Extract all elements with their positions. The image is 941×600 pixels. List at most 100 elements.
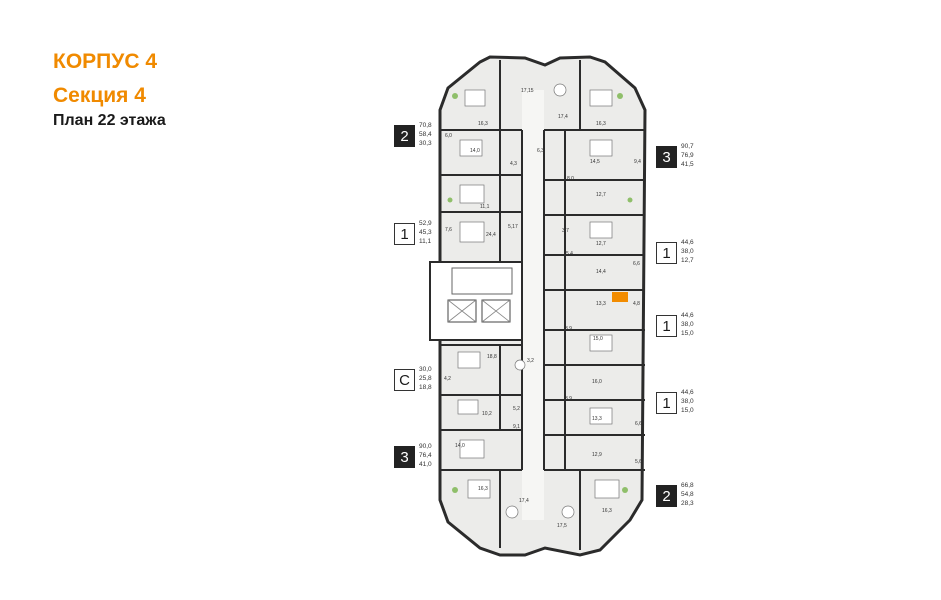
right-wing-walls — [544, 60, 645, 471]
unit-areas: 30,0 25,8 18,8 — [419, 365, 432, 392]
unit-label-left-3[interactable]: С 30,0 25,8 18,8 — [394, 364, 464, 398]
unit-areas: 44,6 38,0 15,0 — [681, 311, 694, 338]
room-label: 10,2 — [482, 411, 492, 417]
living-area: 25,8 — [419, 375, 432, 382]
rooms-badge: С — [394, 369, 415, 391]
unit-areas: 70,8 58,4 30,3 — [419, 121, 432, 148]
furniture — [457, 83, 620, 519]
unit-areas: 90,7 76,9 41,5 — [681, 142, 694, 169]
room-label: 4,8 — [633, 301, 640, 307]
room-label: 16,3 — [478, 486, 488, 492]
room-label: 17,5 — [557, 523, 567, 529]
room-label: 5,2 — [513, 406, 520, 412]
room-label: 13,3 — [596, 301, 606, 307]
rooms-area: 12,7 — [681, 257, 694, 264]
room-label: 14,4 — [596, 269, 606, 275]
stair — [451, 267, 513, 295]
building-title: КОРПУС 4 — [53, 50, 157, 73]
highlight-kitchen — [612, 292, 628, 302]
total-area: 30,0 — [419, 366, 432, 373]
rooms-area: 18,8 — [419, 384, 432, 391]
living-area: 38,0 — [681, 321, 694, 328]
room-label: 6,0 — [445, 133, 452, 139]
living-area: 38,0 — [681, 248, 694, 255]
living-area: 45,3 — [419, 229, 432, 236]
rooms-badge: 2 — [656, 485, 677, 507]
rooms-badge: 1 — [656, 392, 677, 414]
unit-label-right-1[interactable]: 3 90,7 76,9 41,5 — [656, 141, 726, 175]
total-area: 52,9 — [419, 220, 432, 227]
rooms-area: 15,0 — [681, 407, 694, 414]
room-label: 12,7 — [596, 241, 606, 247]
rooms-badge: 3 — [656, 146, 677, 168]
room-label: 7,6 — [445, 227, 452, 233]
room-label: 11,1 — [480, 204, 490, 210]
room-label: 6,3 — [537, 148, 544, 154]
room-label: 3,9 — [565, 396, 572, 402]
rooms-area: 28,3 — [681, 500, 694, 507]
room-label: 5,17 — [508, 224, 518, 230]
room-label: 6,6 — [635, 421, 642, 427]
room-label: 14,0 — [470, 148, 480, 154]
total-area: 70,8 — [419, 122, 432, 129]
room-label: 13,3 — [592, 416, 602, 422]
room-label: 5,4 — [566, 251, 573, 257]
left-wing-walls — [440, 60, 522, 471]
total-area: 44,6 — [681, 389, 694, 396]
total-area: 44,6 — [681, 239, 694, 246]
unit-areas: 44,6 38,0 15,0 — [681, 388, 694, 415]
total-area: 44,6 — [681, 312, 694, 319]
unit-areas: 90,0 76,4 41,0 — [419, 442, 432, 469]
unit-areas: 66,8 54,8 28,3 — [681, 481, 694, 508]
room-label: 3,2 — [527, 358, 534, 364]
total-area: 90,0 — [419, 443, 432, 450]
total-area: 66,8 — [681, 482, 694, 489]
unit-label-left-2[interactable]: 1 52,9 45,3 11,1 — [394, 218, 464, 252]
living-area: 58,4 — [419, 131, 432, 138]
rooms-area: 15,0 — [681, 330, 694, 337]
room-label: 16,0 — [592, 379, 602, 385]
rooms-area: 41,0 — [419, 461, 432, 468]
rooms-badge: 1 — [656, 315, 677, 337]
rooms-area: 41,5 — [681, 161, 694, 168]
room-label: 15,0 — [593, 336, 603, 342]
room-labels: 16,3 17,15 17,4 16,3 14,0 6,3 14,5 9,4 1… — [444, 88, 642, 529]
unit-label-left-1[interactable]: 2 70,8 58,4 30,3 — [394, 120, 464, 154]
rooms-badge: 1 — [656, 242, 677, 264]
room-label: 12,7 — [596, 192, 606, 198]
unit-label-right-5[interactable]: 2 66,8 54,8 28,3 — [656, 480, 726, 514]
living-area: 76,4 — [419, 452, 432, 459]
room-label: 8,0 — [567, 176, 574, 182]
rooms-area: 30,3 — [419, 140, 432, 147]
room-label: 12,9 — [592, 452, 602, 458]
total-area: 90,7 — [681, 143, 694, 150]
room-label: 24,4 — [486, 232, 496, 238]
unit-label-right-4[interactable]: 1 44,6 38,0 15,0 — [656, 387, 726, 421]
room-label: 16,3 — [478, 121, 488, 127]
living-area: 38,0 — [681, 398, 694, 405]
corridor — [522, 90, 544, 520]
room-label: 14,5 — [590, 159, 600, 165]
living-area: 76,9 — [681, 152, 694, 159]
unit-areas: 52,9 45,3 11,1 — [419, 219, 432, 246]
unit-areas: 44,6 38,0 12,7 — [681, 238, 694, 265]
unit-label-left-4[interactable]: 3 90,0 76,4 41,0 — [394, 441, 464, 475]
room-label: 9,1 — [513, 424, 520, 430]
rooms-badge: 2 — [394, 125, 415, 147]
unit-label-right-2[interactable]: 1 44,6 38,0 12,7 — [656, 237, 726, 271]
room-label: 4,3 — [510, 161, 517, 167]
room-label: 17,4 — [558, 114, 568, 120]
room-label: 3,7 — [562, 228, 569, 234]
room-label: 18,8 — [487, 354, 497, 360]
section-title: Секция 4 — [53, 84, 146, 107]
living-area: 54,8 — [681, 491, 694, 498]
room-label: 3,9 — [565, 326, 572, 332]
room-label: 4,2 — [444, 376, 451, 382]
room-label: 6,6 — [633, 261, 640, 267]
rooms-area: 11,1 — [419, 238, 432, 245]
room-label: 16,3 — [596, 121, 606, 127]
room-label: 5,6 — [635, 459, 642, 465]
floor-plan-title: План 22 этажа — [53, 112, 166, 129]
unit-label-right-3[interactable]: 1 44,6 38,0 15,0 — [656, 310, 726, 344]
